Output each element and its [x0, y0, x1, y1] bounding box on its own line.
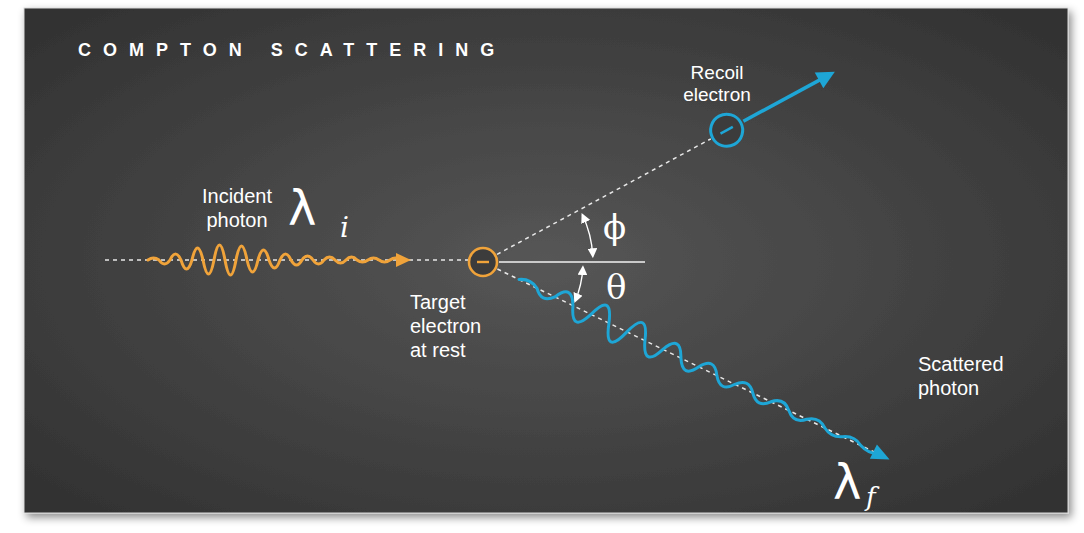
reference-line: [499, 261, 645, 263]
diagram-title: COMPTON SCATTERING: [78, 40, 506, 62]
label-holder: θ: [606, 270, 626, 304]
label-holder: f: [866, 484, 876, 510]
angle-symbol: θ: [606, 270, 626, 304]
recoil-arrow-shaft: [743, 79, 820, 121]
label-holder: Target electron at rest: [410, 290, 498, 362]
label-holder: Scattered photon: [918, 352, 1028, 400]
electron-label: Target electron at rest: [410, 290, 498, 362]
label-holder: Incident photon: [192, 184, 282, 232]
label-holder: ϕ: [603, 210, 626, 244]
recoil-arrowhead: [815, 64, 839, 88]
incident-wave: [148, 245, 401, 275]
label-holder: i: [340, 214, 349, 242]
title-holder: COMPTON SCATTERING: [78, 40, 506, 62]
target-electron-circle: [469, 248, 497, 276]
charge-minus: [721, 127, 733, 134]
dark-panel: [24, 8, 1068, 513]
wavelength-subscript: i: [340, 214, 349, 242]
angle-symbol: ϕ: [603, 210, 626, 244]
recoil-electron: [489, 58, 842, 269]
charge-minus: [477, 261, 489, 263]
recoil-path: [497, 139, 711, 255]
wavelength-subscript: f: [866, 484, 876, 510]
wavelength-symbol: λ: [288, 184, 316, 232]
incident-arrowhead: [396, 253, 411, 267]
photon-label: Incident photon: [192, 184, 282, 232]
label-holder: Recoil electron: [672, 62, 762, 106]
scattered-wave: [512, 266, 885, 469]
label-holder: λ: [833, 458, 861, 506]
wavelength-symbol: λ: [833, 458, 861, 506]
scattered-arrowhead: [870, 444, 893, 466]
electron-label: Recoil electron: [672, 62, 762, 106]
label-holder: λ: [288, 184, 316, 232]
photon-label: Scattered photon: [918, 352, 1028, 400]
phi-arc: [582, 215, 592, 256]
theta-arc: [575, 267, 583, 301]
scattered-photon: [490, 255, 896, 473]
recoil-electron-circle: [705, 109, 748, 152]
